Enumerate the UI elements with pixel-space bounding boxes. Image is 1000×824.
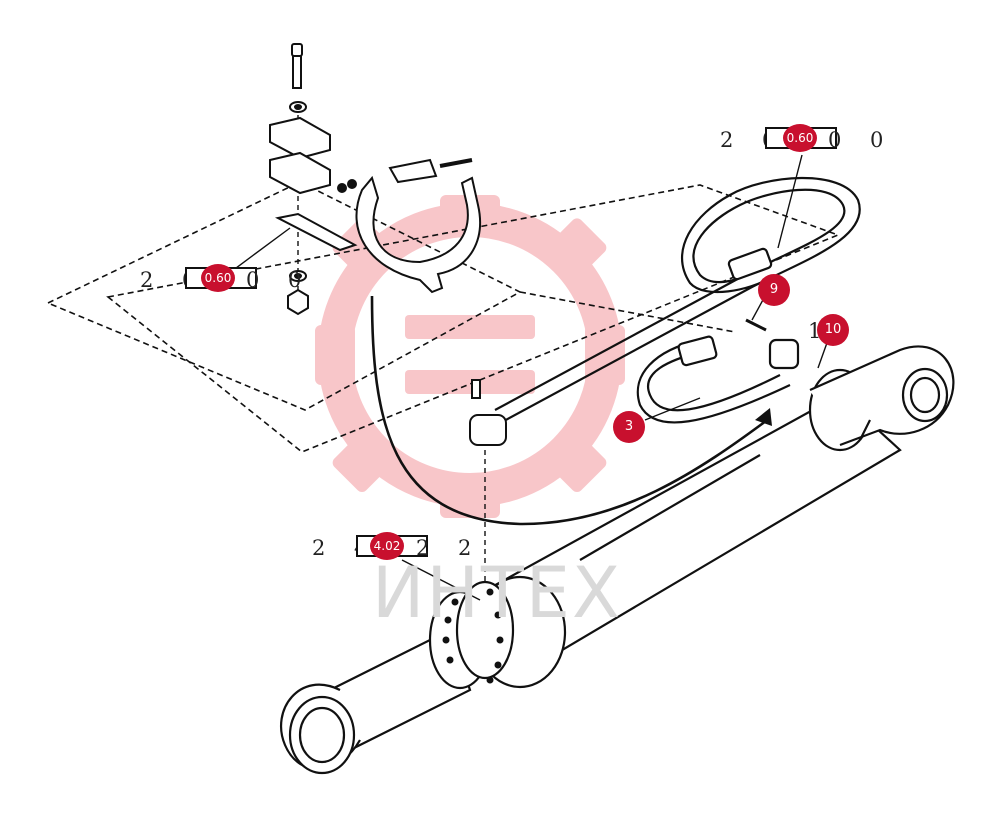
ref-badge[interactable]: 0.60 [783,124,817,152]
direction-arrow [755,408,772,426]
hose-line [370,295,771,526]
clamp-bracket [275,158,482,294]
top-bolt-assembly [269,43,331,316]
callout-10[interactable]: 10 [817,314,849,346]
dashed-frame-outer [46,181,841,453]
pipe-3 [636,318,800,424]
ref-suffix: 2 2 [416,536,483,560]
callout-3[interactable]: 3 [613,411,645,443]
callout-9[interactable]: 9 [758,274,790,306]
ref-suffix: 0 0 [246,268,313,292]
ref-badge[interactable]: 4.02 [370,532,404,560]
ref-badge[interactable]: 0.60 [201,264,235,292]
leader-lines [235,154,829,601]
ref-suffix: 0 0 [828,128,895,152]
elbow-fitting [469,379,507,590]
loop-pipe [494,176,861,423]
watermark-text: ИНТЕХ [372,552,622,634]
hydraulic-cylinder [279,345,955,775]
